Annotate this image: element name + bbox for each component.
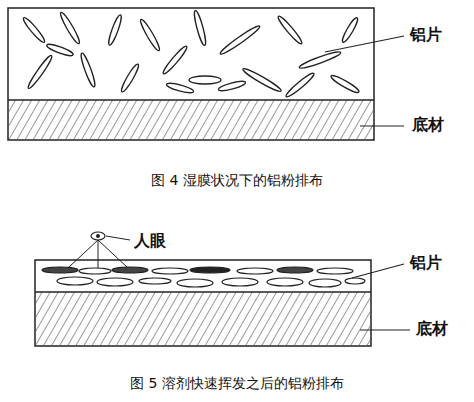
wet-film-figure bbox=[8, 8, 404, 140]
leader-line bbox=[360, 329, 410, 330]
leader-line bbox=[325, 36, 404, 52]
eye-symbol bbox=[68, 232, 130, 268]
part-label: 人眼 bbox=[134, 232, 166, 250]
part-label: 铝片 bbox=[410, 254, 442, 272]
dried-film-figure bbox=[35, 232, 410, 346]
leader-line bbox=[360, 125, 404, 126]
figure-caption: 图 5 溶剂快速挥发之后的铝粉排布 bbox=[130, 376, 344, 391]
part-label: 底材 bbox=[416, 320, 448, 338]
leader-line bbox=[352, 264, 404, 278]
figure-caption: 图 4 湿膜状况下的铝粉排布 bbox=[151, 173, 323, 188]
part-label: 铝片 bbox=[410, 26, 442, 44]
part-label: 底材 bbox=[412, 116, 444, 134]
